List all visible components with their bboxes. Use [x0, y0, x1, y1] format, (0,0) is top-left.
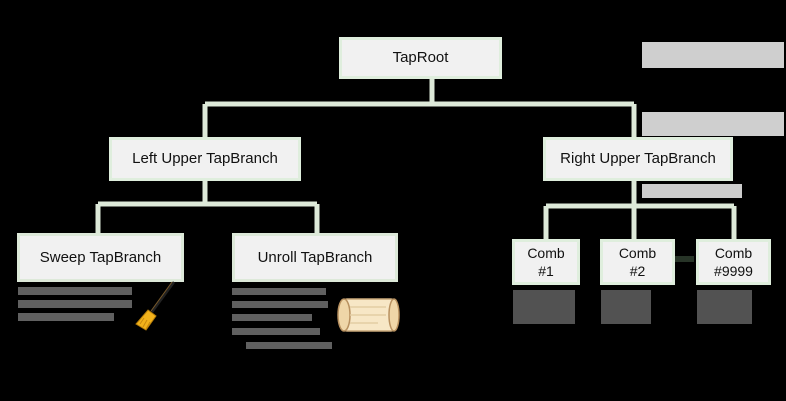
- unroll-branch-label: Unroll TapBranch: [257, 248, 373, 266]
- comb-1-label: Comb #1: [527, 245, 565, 279]
- ghost-block-right-top: [642, 42, 784, 68]
- root-node: TapRoot: [339, 37, 502, 79]
- left-upper-branch-label: Left Upper TapBranch: [132, 150, 278, 167]
- broom-icon: [135, 281, 176, 331]
- unroll-description-block: [232, 288, 326, 295]
- ghost-block-between-combs: [672, 256, 694, 262]
- ghost-block-right-mid: [642, 112, 784, 136]
- comb-2-description-block: [601, 290, 651, 324]
- right-upper-branch-label: Right Upper TapBranch: [560, 150, 716, 167]
- comb-9999-node: Comb #9999: [696, 239, 771, 285]
- comb-1-node: Comb #1: [512, 239, 580, 285]
- sweep-branch-node: Sweep TapBranch: [17, 233, 184, 282]
- unroll-description-block: [232, 301, 328, 308]
- comb-2-label: Comb #2: [618, 245, 657, 279]
- sweep-branch-label: Sweep TapBranch: [39, 248, 162, 266]
- right-upper-branch-node: Right Upper TapBranch: [543, 137, 733, 181]
- root-label: TapRoot: [392, 49, 449, 66]
- unroll-description-block: [232, 328, 320, 335]
- comb-9999-description-block: [697, 290, 752, 324]
- comb-2-node: Comb #2: [600, 239, 675, 285]
- scroll-icon: [337, 298, 400, 332]
- sweep-description-block: [18, 313, 114, 321]
- unroll-description-block: [232, 314, 312, 321]
- left-upper-branch-node: Left Upper TapBranch: [109, 137, 301, 181]
- comb-1-description-block: [513, 290, 575, 324]
- unroll-branch-node: Unroll TapBranch: [232, 233, 398, 282]
- unroll-description-block: [246, 342, 332, 349]
- comb-9999-label: Comb #9999: [714, 245, 753, 279]
- sweep-description-block: [18, 287, 132, 295]
- sweep-description-block: [18, 300, 132, 308]
- ghost-block-right-lower: [642, 184, 742, 198]
